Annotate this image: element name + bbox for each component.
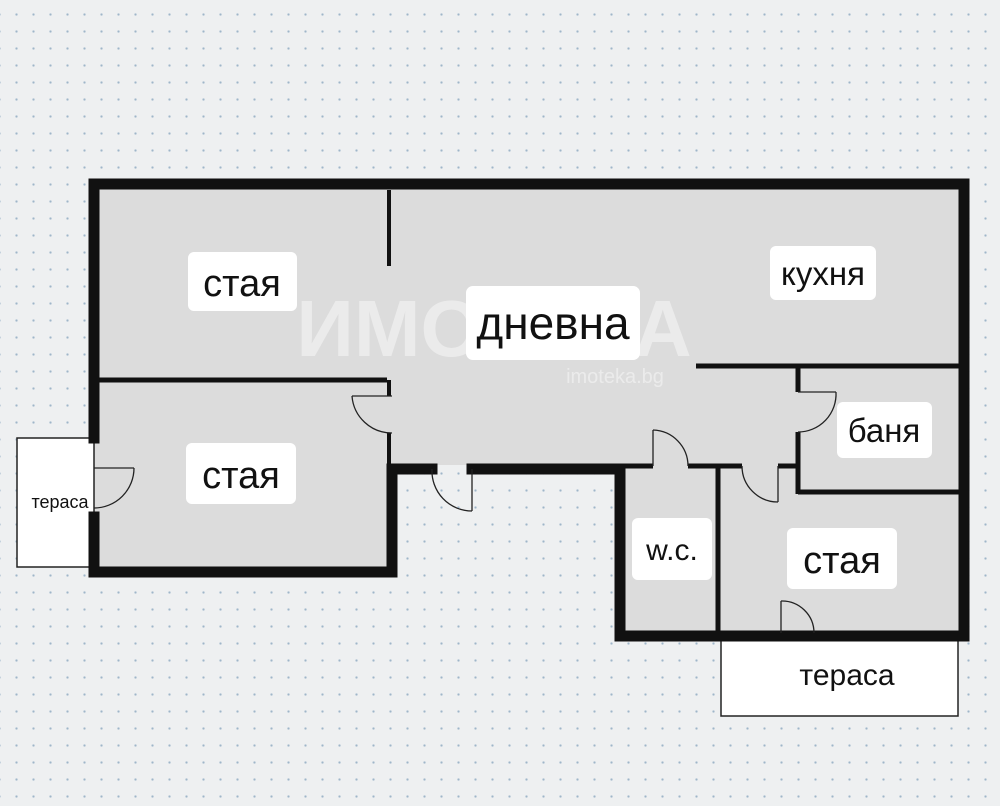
watermark-url: imoteka.bg [566,366,664,388]
exterior-walls [88,178,970,642]
room-label-top-left: стая [188,252,297,311]
room-label-wc: w.c. [632,518,712,580]
label-text: кухня [781,255,865,292]
door-terrace-bottom [780,600,815,634]
door-terrace-left [93,467,135,509]
door-wc [652,429,689,467]
label-text: баня [848,412,921,449]
exterior-wall [88,178,970,642]
room-label-bottom-left: стая [186,443,296,504]
room-label-bathroom: баня [837,402,932,458]
room-label-living-room: дневна [466,286,640,360]
terrace-left-outline [16,437,95,568]
room-label-kitchen: кухня [770,246,876,300]
door-bottom-right-room [741,465,779,503]
door-entrance [431,468,473,512]
door-bottom-left-room [351,395,393,434]
label-text: стая [203,263,281,305]
room-label-terrace-left: тераса [31,492,89,512]
door-bathroom [797,391,837,433]
label-text: стая [803,540,881,582]
interior-walls [99,190,959,636]
label-text: стая [202,455,280,497]
room-label-bottom-right: стая [787,528,897,589]
doors [93,391,837,634]
exterior-wall-left-lower [88,463,438,578]
room-label-terrace-bottom: тераса [799,659,894,692]
label-text: дневна [476,297,630,349]
label-text: w.c. [645,534,698,567]
